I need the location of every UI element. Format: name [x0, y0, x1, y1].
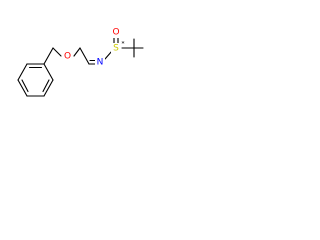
benzyloxy-ethylidene-sulfinamide-structure: O N S O * [17, 27, 144, 97]
ring-bond-4 [43, 79, 54, 97]
bond-ch2-to-ch [79, 47, 90, 65]
sulfur-label: S [113, 44, 119, 54]
bond-ch2-to-oxygen [52, 47, 62, 57]
ring-bond-6 [17, 79, 28, 97]
ring-bond-1 [17, 63, 28, 81]
bond-n-to-s [104, 50, 113, 60]
oxygen-ether-label: O [64, 52, 71, 62]
atom-nitrogen: N [95, 57, 105, 68]
nitrogen-label: N [97, 58, 104, 68]
stereocenter-asterisk: * [122, 41, 125, 48]
ring-double-bond-3 [21, 79, 29, 93]
ring-bond-3 [43, 63, 54, 81]
oxygen-sulfinyl-label: O [112, 28, 119, 38]
benzene-ring [17, 63, 54, 97]
bond-oxygen-to-ch2 [73, 47, 81, 57]
atom-sulfur: S [111, 43, 121, 54]
atom-oxygen-ether: O [62, 51, 73, 62]
atom-oxygen-sulfinyl: O [111, 27, 121, 38]
ring-double-bond-2 [42, 79, 50, 93]
bond-ring-to-ch2 [43, 47, 54, 65]
